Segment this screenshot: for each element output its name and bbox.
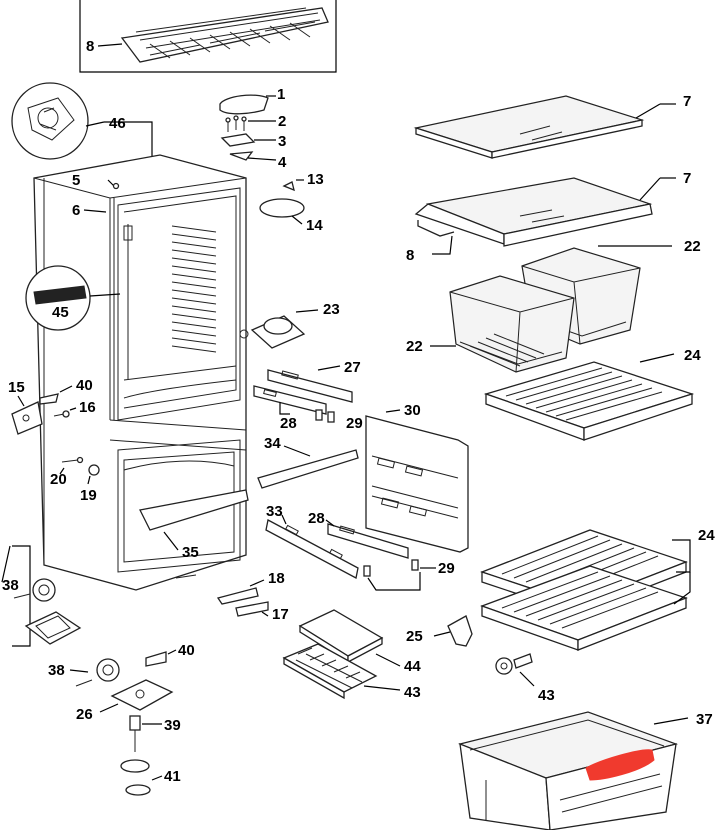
glass-shelf-part-7-lower	[414, 177, 653, 247]
spacer-part-40-lower	[145, 651, 167, 667]
callout-18: 18	[268, 570, 285, 587]
wheel-bracket-upper	[24, 611, 82, 645]
screw-part-16	[53, 410, 70, 418]
bulb-part-4	[229, 151, 254, 161]
callout-35: 35	[182, 544, 199, 561]
lamp-holder-part-3	[220, 133, 256, 147]
callout-6: 6	[72, 202, 80, 219]
clip-part-29-lower	[363, 559, 419, 577]
foot-bracket-part-39	[110, 679, 174, 711]
bracket-part-25	[447, 615, 473, 647]
callout-29-lower: 29	[438, 560, 455, 577]
bracket-part-18	[216, 587, 259, 605]
rail-part-28-lower	[327, 523, 409, 559]
callout-37: 37	[696, 711, 713, 728]
callout-5: 5	[72, 172, 80, 189]
screws-part-2	[225, 115, 247, 132]
callout-8-top: 8	[86, 38, 94, 55]
callout-23: 23	[323, 301, 340, 318]
callout-26: 43	[538, 687, 555, 704]
foot-cap-part-42	[125, 784, 151, 796]
callout-24-upper: 24	[684, 347, 701, 364]
crisper-part-22-lower	[449, 275, 575, 373]
callout-29-upper: 29	[346, 415, 363, 432]
callout-24-lower: 24	[698, 527, 715, 544]
rail-part-28-upper	[253, 385, 327, 415]
thermostat-detail	[11, 82, 89, 160]
lamp-lens-part-14	[259, 198, 305, 218]
callout-39: 26	[76, 706, 93, 723]
red-marker	[585, 749, 655, 781]
callout-3: 3	[278, 133, 286, 150]
callout-7-upper: 7	[683, 93, 691, 110]
wheel-part-26	[495, 653, 533, 675]
callout-43: 43	[404, 684, 421, 701]
hinge-part-15	[11, 401, 43, 435]
callout-19: 19	[80, 487, 97, 504]
ice-box-part-44	[298, 609, 384, 664]
wheel-part-38-upper	[13, 578, 56, 602]
screw-part-5	[112, 182, 120, 190]
panel-part-30	[365, 415, 469, 553]
tray-part-24-low	[480, 565, 688, 651]
callout-1: 1	[277, 86, 285, 103]
callout-28-lower: 28	[308, 510, 325, 527]
callout-8-right: 8	[406, 247, 414, 264]
callout-42: 41	[164, 768, 181, 785]
knob-part-13	[282, 181, 295, 192]
bracket-part-17	[235, 601, 269, 617]
callout-45: 45	[52, 304, 69, 321]
callout-4: 4	[278, 154, 287, 171]
callout-22-upper: 22	[684, 238, 701, 255]
lamp-cover-part-1	[219, 94, 269, 115]
callout-7-lower: 7	[683, 170, 691, 187]
callout-22-lower: 22	[406, 338, 423, 355]
rail-part-27	[267, 369, 353, 403]
rail-part-33	[265, 519, 359, 579]
callout-28-upper: 28	[280, 415, 297, 432]
callout-17: 17	[272, 606, 289, 623]
tray-part-24-upper	[483, 361, 695, 441]
cap-part-19	[88, 464, 100, 476]
handle-detail-part-45	[25, 265, 91, 331]
callout-13: 13	[307, 171, 324, 188]
spacer-part-40-upper	[39, 393, 59, 405]
callout-27: 27	[344, 359, 361, 376]
callout-16: 16	[79, 399, 96, 416]
shelf-frame-part-8	[417, 220, 455, 237]
adjustable-foot-part-41	[120, 715, 150, 773]
glass-shelf-part-7-upper	[413, 95, 645, 159]
clip-part-29-upper	[315, 409, 335, 423]
callout-20: 20	[50, 471, 67, 488]
callout-14: 14	[306, 217, 323, 234]
callout-38-upper: 38	[2, 577, 19, 594]
top-shelf-assembly	[79, 0, 337, 73]
rail-part-34	[257, 449, 359, 489]
screw-part-20	[61, 459, 79, 463]
callout-15: 15	[8, 379, 25, 396]
fridge-cabinet	[33, 154, 249, 591]
callout-40-lower: 40	[178, 642, 195, 659]
callout-44: 44	[404, 658, 421, 675]
ice-tray-part-43	[282, 643, 378, 700]
wheel-part-38-lower	[75, 658, 120, 687]
callout-25: 25	[406, 628, 423, 645]
freezer-drawer-part-37	[458, 711, 679, 830]
callout-41: 39	[164, 717, 181, 734]
callout-34: 34	[264, 435, 281, 452]
callout-30: 30	[404, 402, 421, 419]
callout-46: 46	[109, 115, 126, 132]
callout-38-lower: 38	[48, 662, 65, 679]
callout-2: 2	[278, 113, 286, 130]
fan-motor-part-23	[239, 315, 306, 349]
callout-40-upper: 40	[76, 377, 93, 394]
callout-33: 33	[266, 503, 283, 520]
